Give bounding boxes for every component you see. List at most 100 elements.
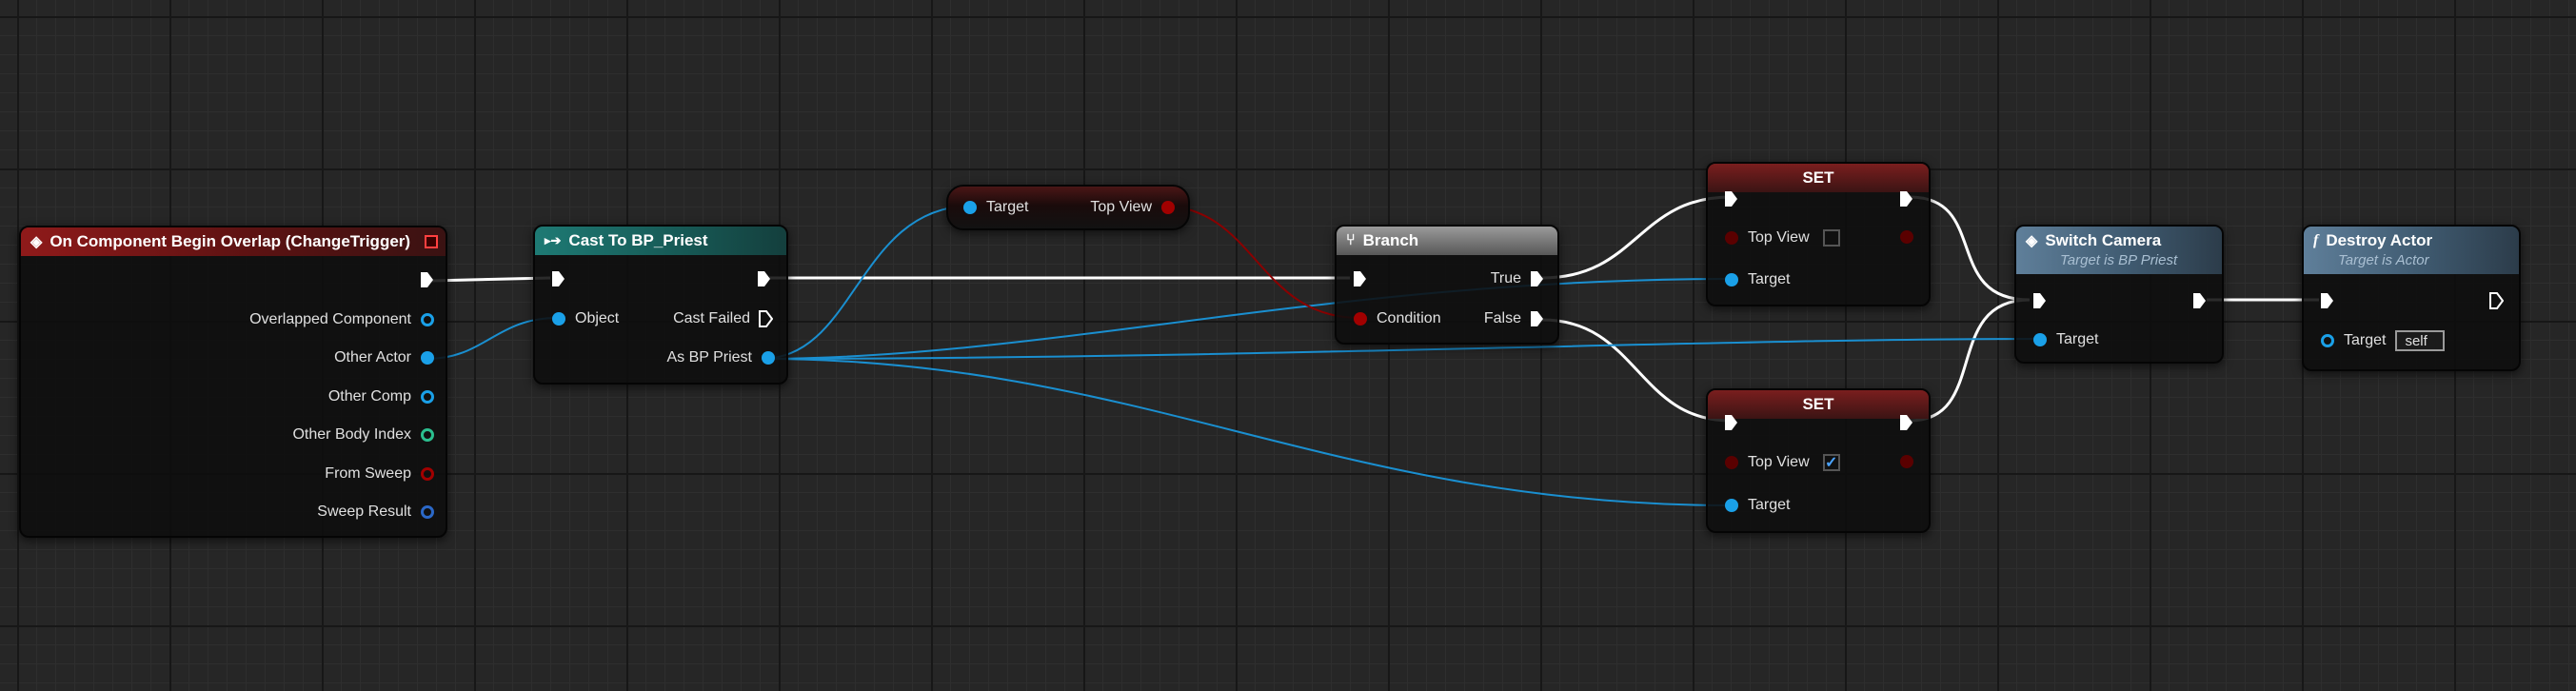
target-self-field[interactable]: self xyxy=(2395,330,2446,351)
cast-exec-out-pin[interactable] xyxy=(756,270,771,287)
set2-target-label: Target xyxy=(1748,497,1791,513)
set2-top-view-pin[interactable]: Top View ✓ xyxy=(1725,454,1840,471)
set1-target-label: Target xyxy=(1748,271,1791,287)
get-top-view-pin[interactable]: Top View xyxy=(1090,199,1175,216)
exec-out-icon xyxy=(1531,271,1543,286)
exec-out-empty-icon xyxy=(2489,292,2504,309)
set-node-1-header: SET xyxy=(1708,164,1929,192)
destroy-actor-header: f Destroy Actor Target is Actor xyxy=(2304,227,2519,274)
cast-as-label: As BP Priest xyxy=(666,349,752,365)
pin-overlapped-component[interactable]: Overlapped Component xyxy=(249,311,434,328)
cast-node[interactable]: ▸➔ Cast To BP_Priest Object Cast Failed … xyxy=(533,225,788,385)
set-node-2-title: SET xyxy=(1802,395,1834,413)
get-target-label: Target xyxy=(986,199,1029,215)
destroy-actor-subtitle: Target is Actor xyxy=(2338,252,2429,268)
object-pin-icon xyxy=(421,390,434,404)
pin-label-sweep-result: Sweep Result xyxy=(317,503,411,520)
switch-target-pin[interactable]: Target xyxy=(2033,331,2098,348)
branch-false-pin[interactable]: False xyxy=(1484,310,1544,327)
pin-other-comp[interactable]: Other Comp xyxy=(328,388,434,405)
set2-exec-in-pin[interactable] xyxy=(1723,414,1738,431)
delegate-square-icon[interactable] xyxy=(425,235,438,248)
bool-pin-icon xyxy=(1900,230,1913,244)
get-target-pin[interactable]: Target xyxy=(963,199,1028,216)
switch-camera-header: ◈ Switch Camera Target is BP Priest xyxy=(2016,227,2222,274)
set1-exec-out-pin[interactable] xyxy=(1898,190,1913,207)
exec-in-icon xyxy=(2033,293,2046,308)
pin-label-from-sweep: From Sweep xyxy=(325,465,411,482)
object-pin-icon xyxy=(762,351,775,365)
cast-node-title: Cast To BP_Priest xyxy=(568,231,708,249)
branch-condition-label: Condition xyxy=(1377,310,1441,326)
object-wire-as-to-set1-target xyxy=(761,278,1732,360)
set2-top-view-label: Top View xyxy=(1748,454,1810,470)
destroy-target-pin[interactable]: Target self xyxy=(2321,330,2446,351)
bool-pin-icon xyxy=(421,467,434,481)
object-pin-icon xyxy=(1725,499,1738,512)
function-diamond-icon: ◈ xyxy=(2026,233,2038,249)
destroy-actor-node[interactable]: f Destroy Actor Target is Actor Target s… xyxy=(2302,225,2521,371)
bool-pin-icon xyxy=(1725,456,1738,469)
pin-other-actor[interactable]: Other Actor xyxy=(334,349,434,366)
cast-failed-pin[interactable]: Cast Failed xyxy=(673,310,773,327)
event-node-begin-overlap[interactable]: ◈ On Component Begin Overlap (ChangeTrig… xyxy=(19,226,447,538)
object-pin-icon xyxy=(2033,333,2047,346)
cast-object-in-pin[interactable]: Object xyxy=(552,310,619,327)
switch-camera-subtitle: Target is BP Priest xyxy=(2060,252,2178,268)
exec-out-icon xyxy=(2193,293,2206,308)
set2-target-pin[interactable]: Target xyxy=(1725,497,1790,514)
exec-out-icon xyxy=(1900,415,1912,430)
cast-arrows-icon: ▸➔ xyxy=(545,233,562,247)
set1-exec-in-pin[interactable] xyxy=(1723,190,1738,207)
destroy-exec-out-pin[interactable] xyxy=(2488,292,2504,309)
exec-in-icon xyxy=(552,271,565,286)
function-f-icon: f xyxy=(2313,232,2319,248)
exec-wire-event-to-cast xyxy=(429,276,551,283)
pin-other-body-index[interactable]: Other Body Index xyxy=(292,426,434,444)
pin-from-sweep[interactable]: From Sweep xyxy=(325,465,434,483)
object-wire-as-to-switch-target xyxy=(761,338,2040,360)
set2-exec-out-pin[interactable] xyxy=(1898,414,1913,431)
destroy-exec-in-pin[interactable] xyxy=(2319,292,2334,309)
object-pin-icon xyxy=(421,351,434,365)
switch-exec-in-pin[interactable] xyxy=(2031,292,2047,309)
set2-top-view-out-pin[interactable] xyxy=(1900,455,1913,468)
cast-exec-in-pin[interactable] xyxy=(550,270,565,287)
exec-wire-false-to-set2 xyxy=(1541,318,1732,423)
switch-camera-node[interactable]: ◈ Switch Camera Target is BP Priest Targ… xyxy=(2014,225,2224,364)
set-node-1-title: SET xyxy=(1802,168,1834,187)
get-top-view-node[interactable]: Target Top View xyxy=(946,185,1190,230)
exec-in-icon xyxy=(2321,293,2333,308)
get-top-view-label: Top View xyxy=(1090,199,1152,215)
exec-in-icon xyxy=(1725,415,1737,430)
exec-wire-true-to-set1 xyxy=(1541,195,1732,280)
set-top-view-node-1[interactable]: SET Top View Target xyxy=(1706,162,1931,306)
set1-top-view-pin[interactable]: Top View xyxy=(1725,229,1840,247)
bool-pin-icon xyxy=(1725,231,1738,245)
bool-pin-icon xyxy=(1900,455,1913,468)
set-top-view-node-2[interactable]: SET Top View ✓ Target xyxy=(1706,388,1931,533)
event-exec-out-pin[interactable] xyxy=(419,271,434,288)
destroy-actor-title: Destroy Actor xyxy=(2326,231,2433,249)
exec-out-icon xyxy=(1531,311,1543,326)
branch-true-pin[interactable]: True xyxy=(1491,270,1544,287)
set1-top-view-out-pin[interactable] xyxy=(1900,230,1913,244)
exec-out-icon xyxy=(421,272,433,287)
branch-condition-pin[interactable]: Condition xyxy=(1354,310,1441,327)
pin-label-other-comp: Other Comp xyxy=(327,388,411,405)
bool-wire-topview-to-condition xyxy=(1159,205,1360,319)
pin-sweep-result[interactable]: Sweep Result xyxy=(317,503,434,521)
exec-out-empty-icon xyxy=(759,310,773,327)
top-view-checkbox[interactable] xyxy=(1822,229,1840,247)
cast-as-bp-priest-pin[interactable]: As BP Priest xyxy=(666,349,775,366)
int-pin-icon xyxy=(421,428,434,442)
set1-target-pin[interactable]: Target xyxy=(1725,271,1790,288)
exec-wire-set2-to-switch xyxy=(1909,298,2031,423)
switch-exec-out-pin[interactable] xyxy=(2191,292,2207,309)
branch-exec-in-pin[interactable] xyxy=(1352,270,1367,287)
top-view-checkbox[interactable]: ✓ xyxy=(1822,454,1840,471)
branch-node[interactable]: ⑂ Branch True Condition False xyxy=(1335,225,1559,345)
pin-label-other-body-index: Other Body Index xyxy=(292,426,411,443)
branch-icon: ⑂ xyxy=(1346,232,1356,248)
